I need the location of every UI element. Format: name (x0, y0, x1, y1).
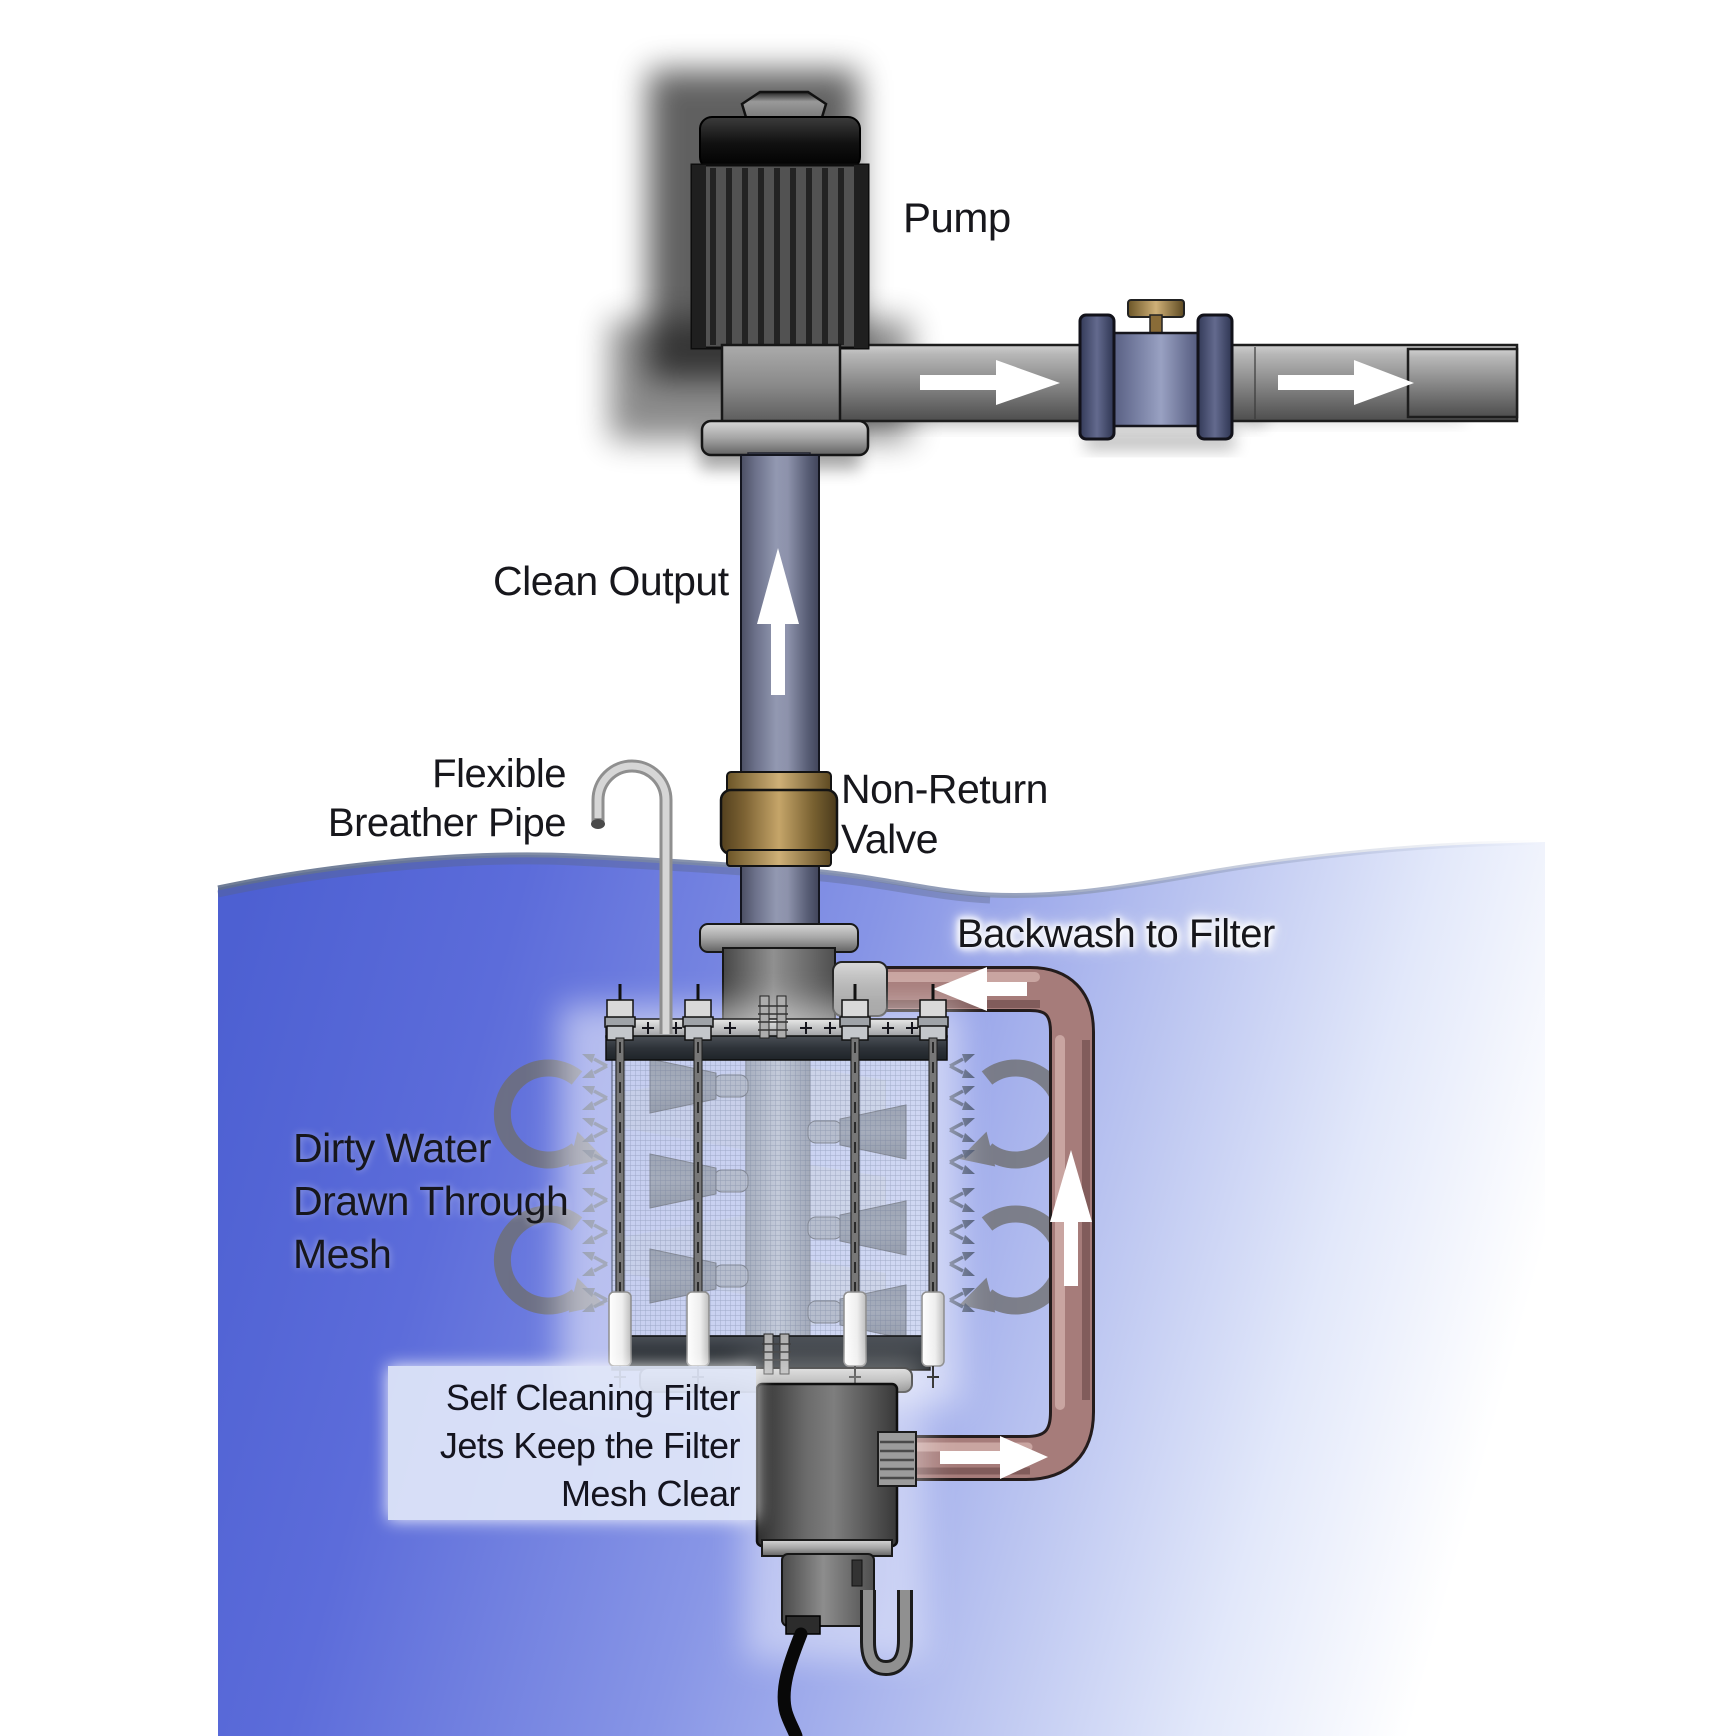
pump-top-band (699, 116, 861, 170)
motor-slot-detail (851, 1559, 863, 1587)
dirty-water-label: Dirty Water Drawn Through Mesh (293, 1122, 569, 1281)
backwash-to-filter-label: Backwash to Filter (957, 912, 1275, 956)
pipe-end-coupling (1406, 347, 1519, 419)
top-plate-ticks (642, 1022, 918, 1034)
flow-arrow-right-2-icon (1278, 360, 1414, 405)
self-cleaning-note-panel: Self Cleaning Filter Jets Keep the Filte… (388, 1366, 756, 1520)
clean-output-label: Clean Output (493, 558, 729, 604)
pump-label: Pump (903, 194, 1011, 241)
self-cleaning-note-line2: Jets Keep the Filter (439, 1425, 741, 1466)
tie-rods (604, 984, 949, 1388)
power-cable (777, 1627, 808, 1736)
backwash-arrow-right-icon (940, 1436, 1048, 1479)
non-return-valve-label-line2: Valve (841, 816, 939, 862)
valve-flange-right (1196, 313, 1234, 441)
backwash-arrow-up-icon (1050, 1150, 1092, 1286)
valve-body (1104, 331, 1208, 428)
non-return-valve-label-line1: Non-Return (841, 766, 1048, 812)
dirty-water-label-line1: Dirty Water (293, 1125, 491, 1171)
motor-body (755, 1382, 899, 1548)
center-studs (758, 995, 791, 1375)
filter-mesh-assembly (560, 984, 960, 1405)
pump-base-flange (700, 419, 870, 457)
pump-fin-body (690, 163, 870, 350)
self-cleaning-note-line3: Mesh Clear (560, 1473, 741, 1514)
flexible-breather-pipe-label: Flexible Breather Pipe (270, 750, 567, 848)
clean-output-pipe (740, 454, 820, 933)
backwash-outlet-port (877, 1431, 917, 1487)
backwash-arrow-left-icon (933, 967, 1027, 1011)
non-return-valve-body (719, 771, 839, 867)
dirty-water-label-line2: Drawn Through (293, 1178, 569, 1224)
filter-top-band (605, 1035, 948, 1061)
breather-pipe (591, 759, 673, 1034)
flexible-breather-pipe-label-line2: Breather Pipe (327, 801, 567, 845)
filter-drive-motor (745, 1360, 925, 1736)
dirty-water-label-line3: Mesh (293, 1231, 392, 1277)
filter-mesh-screen (611, 1057, 931, 1341)
valve-flange-left (1078, 313, 1116, 441)
pipe-valve (1078, 299, 1234, 441)
motor-handle (860, 1590, 913, 1677)
non-return-valve-label: Non-Return Valve (841, 764, 1048, 864)
flexible-breather-pipe-label-line1: Flexible (432, 752, 566, 796)
water-surface-line (217, 839, 1546, 899)
flow-arrow-right-1-icon (920, 360, 1060, 405)
pump-lower-body (720, 343, 842, 427)
flow-arrow-up-icon (757, 548, 799, 695)
self-cleaning-note-line1: Self Cleaning Filter (445, 1377, 741, 1418)
breather-pipe-opening (591, 819, 605, 829)
